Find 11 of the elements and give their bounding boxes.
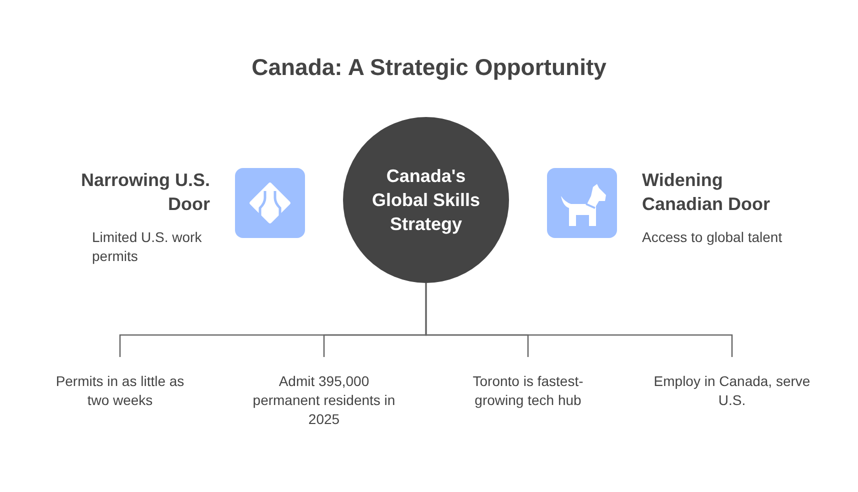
side-heading: Widening Canadian Door bbox=[642, 169, 772, 216]
side-description: Limited U.S. work permits bbox=[92, 228, 203, 266]
side-description: Access to global talent bbox=[642, 228, 784, 247]
connector-line bbox=[425, 283, 733, 357]
point-text: Permits in as little as two weeks bbox=[54, 372, 186, 410]
point-text: Toronto is fastest-growing tech hub bbox=[472, 372, 584, 410]
point-text: Admit 395,000 permanent residents in 2025 bbox=[252, 372, 396, 429]
point-text: Employ in Canada, serve U.S. bbox=[652, 372, 812, 410]
diagram-title: Canada: A Strategic Opportunity bbox=[250, 54, 608, 81]
side-heading: Narrowing U.S. Door bbox=[80, 169, 210, 216]
circle-label: Canada's Global Skills Strategy bbox=[370, 165, 482, 236]
